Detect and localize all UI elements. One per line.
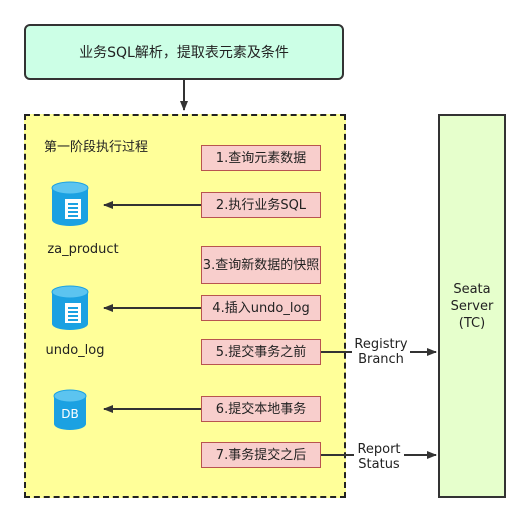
step-1: 1.查询元素数据	[201, 145, 321, 171]
undo-log-db-icon	[51, 285, 89, 330]
phase-one-title: 第一阶段执行过程	[44, 140, 149, 155]
step-7: 7.事务提交之后	[201, 442, 321, 468]
registry-branch-label: Registry Branch	[352, 337, 410, 367]
step-6-label: 6.提交本地事务	[215, 401, 307, 417]
step-2-label: 2.执行业务SQL	[215, 197, 307, 213]
sql-parse-text: 业务SQL解析，提取表元素及条件	[79, 45, 289, 61]
step-5: 5.提交事务之前	[201, 339, 321, 365]
step-3: 3.查询新数据的快照	[201, 246, 321, 284]
za-product-db-icon	[51, 181, 89, 226]
za-product-label: za_product	[47, 242, 119, 257]
db-icon: DB	[53, 389, 87, 430]
undo-log-label: undo_log	[45, 343, 105, 358]
step-4-label: 4.插入undo_log	[212, 300, 310, 316]
step-5-label: 5.提交事务之前	[215, 344, 307, 360]
step-6: 6.提交本地事务	[201, 396, 321, 422]
step-7-label: 7.事务提交之后	[215, 447, 307, 463]
step-2: 2.执行业务SQL	[201, 192, 321, 218]
seata-server-box: Seata Server (TC)	[438, 114, 506, 498]
report-status-label: Report Status	[354, 442, 404, 472]
step-1-label: 1.查询元素数据	[215, 150, 307, 166]
seata-server-label: Seata Server (TC)	[450, 281, 494, 331]
db-badge-text: DB	[61, 407, 78, 421]
step-3-label: 3.查询新数据的快照	[202, 257, 320, 273]
sql-parse-box: 业务SQL解析，提取表元素及条件	[24, 24, 344, 80]
step-4: 4.插入undo_log	[201, 295, 321, 321]
